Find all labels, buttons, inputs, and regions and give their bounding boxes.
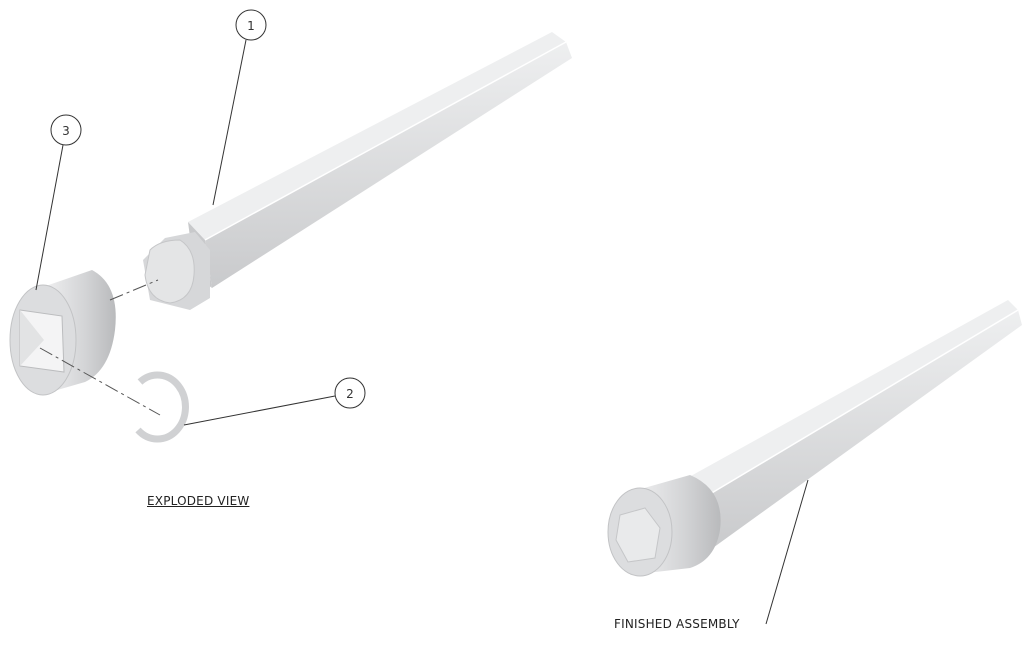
retaining-ring	[135, 371, 189, 443]
finished-assembly-leader	[765, 479, 809, 625]
exploded-shaft	[188, 32, 572, 288]
center-line	[39, 347, 161, 416]
balloon-1-number: 1	[247, 19, 255, 33]
balloon-2: 2	[183, 377, 366, 426]
collar	[9, 270, 116, 396]
balloon-2-number: 2	[346, 387, 354, 401]
balloon-3-number: 3	[62, 124, 70, 138]
finished-assembly-label: FINISHED ASSEMBLY	[614, 617, 740, 631]
exploded-shaft-end-cap	[143, 232, 210, 310]
center-line	[109, 279, 159, 301]
balloon-1: 1	[212, 9, 267, 206]
finished-collar	[607, 475, 721, 577]
finished-shaft	[680, 300, 1022, 550]
exploded-view-label: EXPLODED VIEW	[147, 494, 250, 508]
balloon-3: 3	[35, 114, 82, 291]
